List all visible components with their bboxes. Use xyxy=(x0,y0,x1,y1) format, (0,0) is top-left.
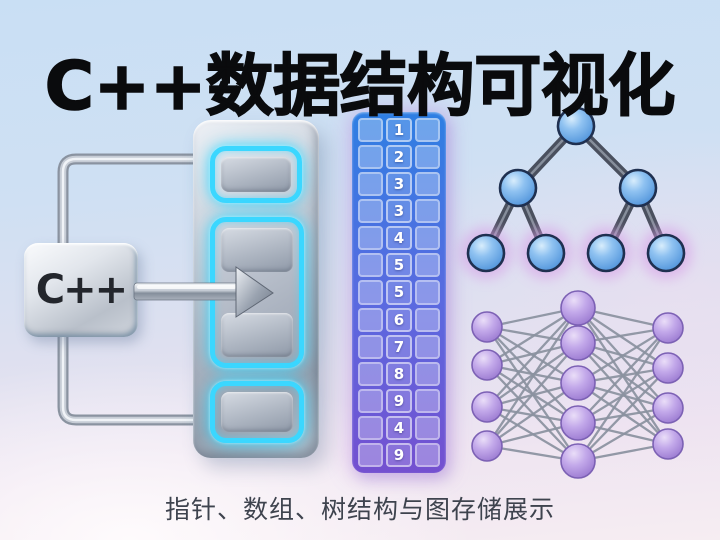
memory-cell-ring xyxy=(210,217,304,368)
graph-node xyxy=(652,392,684,424)
memory-cell-ring xyxy=(210,146,302,203)
graph-diagram xyxy=(471,290,684,479)
graph-node xyxy=(471,391,503,423)
array-side-cell xyxy=(358,118,384,143)
memory-slab xyxy=(221,157,291,192)
tree-node xyxy=(466,233,506,273)
array-side-cell xyxy=(414,280,440,305)
array-side-cell xyxy=(358,226,384,251)
array-side-cell xyxy=(358,145,384,170)
array-value-cell: 1 xyxy=(386,118,412,143)
array-value-cell: 4 xyxy=(386,226,412,251)
graph-node xyxy=(560,443,596,479)
graph-node xyxy=(652,312,684,344)
page-title: C++数据结构可视化 xyxy=(44,46,676,126)
pipe-top-icon xyxy=(57,153,208,258)
graph-node xyxy=(652,352,684,384)
tree-node xyxy=(498,168,538,208)
graph-node xyxy=(560,290,596,326)
array-side-cell xyxy=(358,442,384,467)
tree-node xyxy=(618,168,658,208)
array-value-cell: 4 xyxy=(386,415,412,440)
memory-slab xyxy=(221,313,293,357)
array-side-cell xyxy=(414,334,440,359)
array-value-cell: 7 xyxy=(386,334,412,359)
array-side-cell xyxy=(414,307,440,332)
graph-node xyxy=(560,405,596,441)
array-side-cell xyxy=(414,118,440,143)
array-side-cell xyxy=(358,361,384,386)
memory-slab xyxy=(221,228,293,272)
graph-node xyxy=(471,311,503,343)
array-side-cell xyxy=(358,199,384,224)
array-value-cell: 3 xyxy=(386,199,412,224)
array-value-cell: 9 xyxy=(386,388,412,413)
memory-cell-ring xyxy=(210,381,304,443)
memory-panel xyxy=(193,120,319,458)
array-side-cell xyxy=(414,253,440,278)
array-value-cell: 6 xyxy=(386,307,412,332)
array-side-cell xyxy=(358,388,384,413)
array-value-cell: 3 xyxy=(386,172,412,197)
graph-node xyxy=(471,349,503,381)
tree-node xyxy=(526,233,566,273)
array-side-cell xyxy=(358,307,384,332)
array-side-cell xyxy=(358,172,384,197)
graph-node xyxy=(560,365,596,401)
array-side-cell xyxy=(414,199,440,224)
array-side-cell xyxy=(414,226,440,251)
array-value-cell: 5 xyxy=(386,280,412,305)
array-side-cell xyxy=(414,388,440,413)
array-value-cell: 2 xyxy=(386,145,412,170)
cpp-label: C++ xyxy=(35,267,128,313)
memory-slab xyxy=(221,392,293,432)
array-side-cell xyxy=(414,145,440,170)
array-side-cell xyxy=(414,415,440,440)
graph-node xyxy=(652,428,684,460)
tree-node xyxy=(646,233,686,273)
array-value-cell: 8 xyxy=(386,361,412,386)
cpp-box: C++ xyxy=(24,243,138,337)
pipe-bottom-icon xyxy=(57,324,208,426)
array-side-cell xyxy=(358,415,384,440)
graph-node xyxy=(560,325,596,361)
tree-node xyxy=(586,233,626,273)
array-side-cell xyxy=(358,334,384,359)
tree-diagram xyxy=(460,106,692,279)
graph-node xyxy=(471,430,503,462)
array-side-cell xyxy=(358,253,384,278)
array-value-cell: 9 xyxy=(386,442,412,467)
array-side-cell xyxy=(414,361,440,386)
array-value-cell: 5 xyxy=(386,253,412,278)
caption: 指针、数组、树结构与图存储展示 xyxy=(164,495,555,524)
array-side-cell xyxy=(414,172,440,197)
array-side-cell xyxy=(358,280,384,305)
array-side-cell xyxy=(414,442,440,467)
